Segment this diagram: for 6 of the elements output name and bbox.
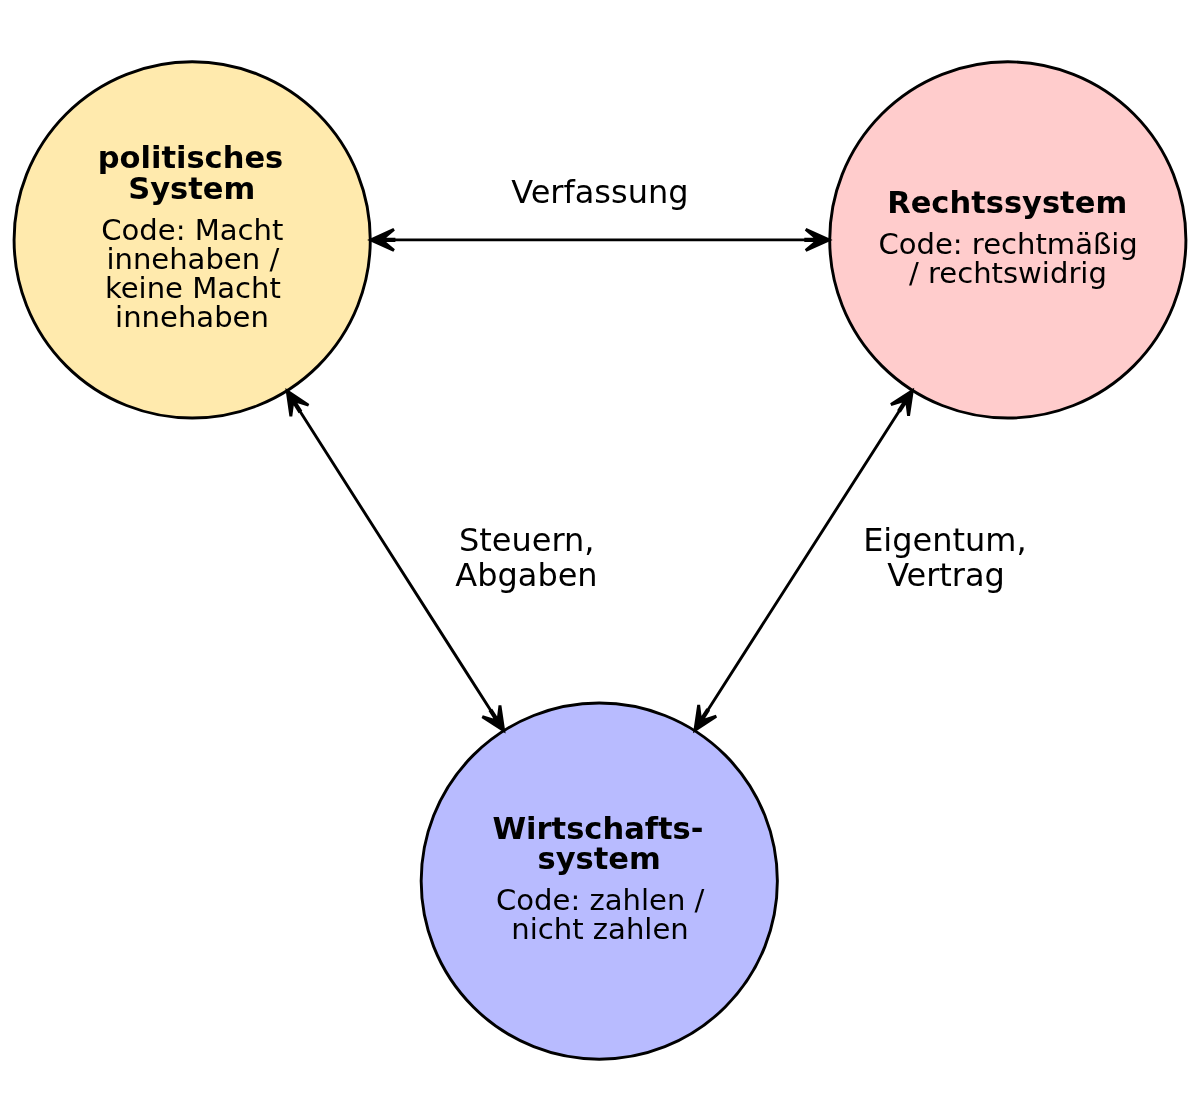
edge-label: Steuern, Abgaben <box>455 520 598 594</box>
arrow <box>693 388 914 732</box>
arrow <box>369 227 831 252</box>
edge-label: Verfassung <box>511 172 689 211</box>
edge-label: Eigentum, Vertrag <box>863 520 1027 594</box>
arrow <box>285 389 506 732</box>
